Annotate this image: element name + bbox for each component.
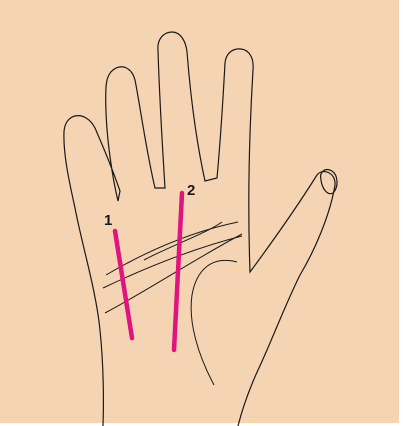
marker-label-1: 1 xyxy=(104,212,112,229)
marker-label-2: 2 xyxy=(187,182,195,199)
